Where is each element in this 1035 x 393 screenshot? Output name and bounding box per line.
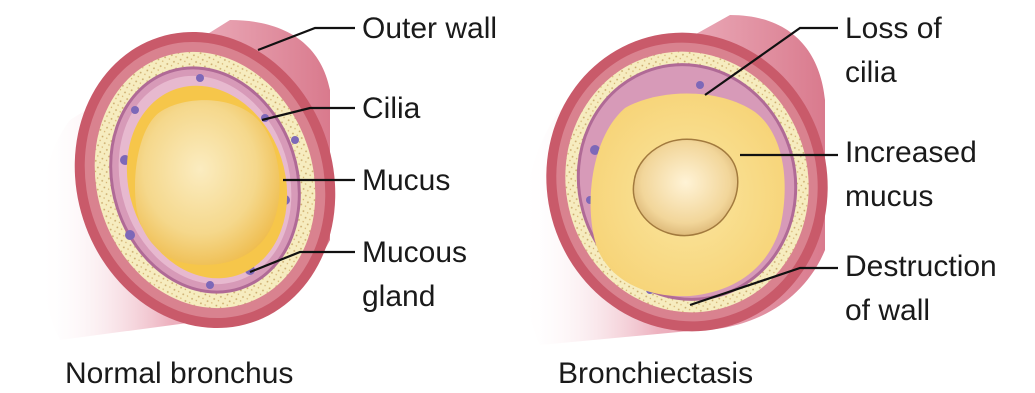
bronchiectasis-illustration: [513, 1, 861, 363]
label-outer-wall: Outer wall: [362, 12, 497, 45]
label-cilia: Cilia: [362, 92, 421, 125]
label-mucus: Mucus: [362, 164, 450, 197]
caption-bronchiectasis: Bronchiectasis: [558, 357, 753, 390]
normal-bronchus-illustration: [37, 0, 373, 362]
normal-lumen: [135, 100, 280, 265]
label-mucous-gland-line2: gland: [362, 280, 435, 313]
label-destruction-line2: of wall: [845, 294, 930, 327]
label-mucous-gland-line1: Mucous: [362, 236, 467, 269]
label-destruction-line1: Destruction: [845, 250, 997, 283]
label-loss-of-cilia-line2: cilia: [845, 56, 897, 89]
label-increased-mucus-line1: Increased: [845, 136, 977, 169]
label-loss-of-cilia-line1: Loss of: [845, 12, 942, 45]
label-increased-mucus-line2: mucus: [845, 180, 933, 213]
caption-normal-bronchus: Normal bronchus: [65, 357, 293, 390]
